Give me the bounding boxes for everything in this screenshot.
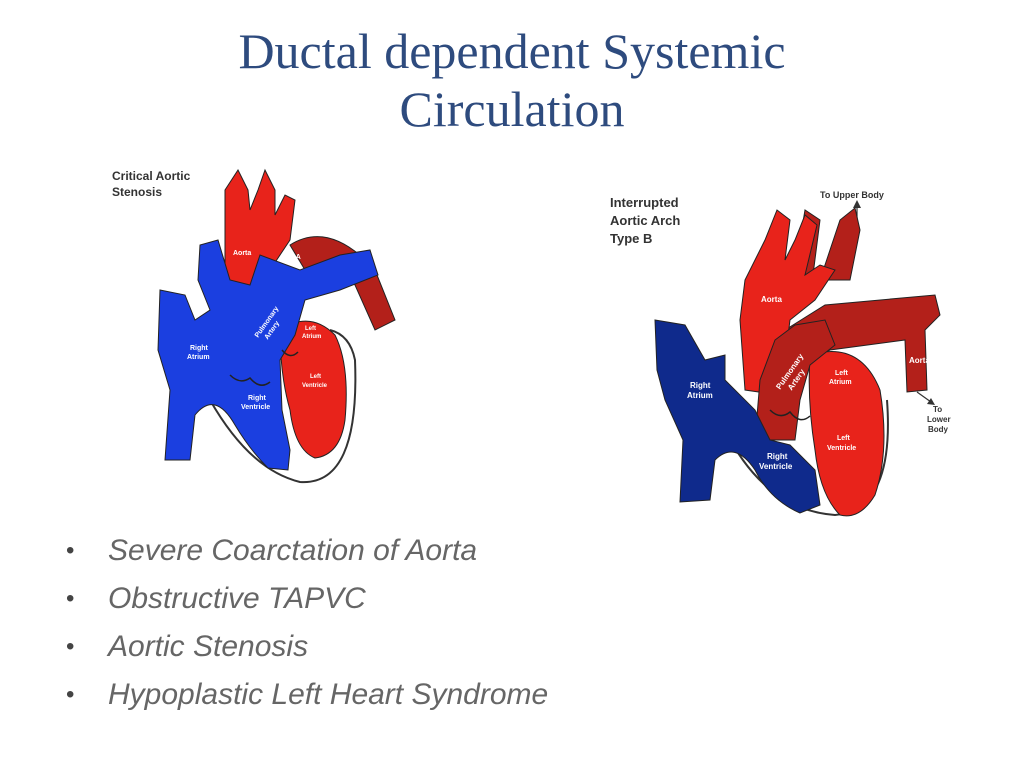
label-right-atrium-line-1: Right [190,345,209,352]
heart-outline [209,329,357,484]
label-to-lower-line-3: Body [928,425,949,434]
bullet-item: • Obstructive TAPVC [62,575,702,623]
pulmonary-valve-icon [769,409,811,421]
label-pda-line-2: Arteriosus [854,292,885,298]
label-left-atrium-line-2: Atrium [302,334,321,340]
bullet-item: • Aortic Stenosis [62,623,702,671]
lower-body-arrowhead-icon [927,398,935,405]
label-left-ventricle-line-2: Ventricle [827,445,856,452]
label-aorta: Aorta [233,250,251,257]
label-to-lower-line-2: Lower [927,415,951,424]
label-left-ventricle-line-2: Ventricle [302,383,328,389]
upper-body-arrowhead-icon [853,200,861,208]
label-to-upper-body: To Upper Body [820,190,884,200]
label-right-atrium-line-1: Right [690,381,711,390]
bullet-text: Severe Coarctation of Aorta [108,534,478,567]
bullet-text: Obstructive TAPVC [108,582,366,615]
bullet-dot-icon: • [66,537,75,564]
bullet-text: Hypoplastic Left Heart Syndrome [108,678,549,711]
bullet-list: • Severe Coarctation of Aorta • Obstructiv… [62,527,702,719]
slide-title: Ductal dependent Systemic Circulation [0,22,1024,138]
right-heart-shape [654,319,821,514]
right-diagram-heading-line-3: Type B [610,231,652,246]
label-right-ventricle-line-1: Right [767,452,788,461]
right-heart-shape [157,239,379,471]
bullet-dot-icon: • [66,633,75,660]
slide-title-line-1: Ductal dependent Systemic [238,23,786,79]
heart-outline [724,399,889,517]
bullet-item: • Hypoplastic Left Heart Syndrome [62,671,702,719]
interrupted-aortic-arch-diagram: Interrupted Aortic Arch Type B To Upper … [610,190,951,517]
label-aorta-right: Aorta [909,356,930,365]
slide-title-line-2: Circulation [399,81,625,137]
label-aorta-top: Aorta [761,295,782,304]
left-ventricle-shape [808,351,885,517]
critical-aortic-stenosis-diagram: Critical Aortic Stenosis Aorta PDA Pulmo… [112,168,396,484]
left-diagram-heading-line-2: Stenosis [112,185,162,199]
label-to-lower-line-1: To [933,405,942,414]
left-diagram-heading-line-1: Critical Aortic [112,169,191,183]
label-right-ventricle-line-2: Ventricle [759,462,793,471]
lower-body-arrow-icon [916,391,932,403]
aortic-valve-icon [281,349,299,357]
label-left-ventricle-line-1: Left [837,435,851,442]
bullet-dot-icon: • [66,681,75,708]
bullet-dot-icon: • [66,585,75,612]
bullet-text: Aortic Stenosis [108,630,309,663]
pulmonary-artery-shape [754,319,836,441]
label-pda: PDA [286,254,301,261]
right-diagram-heading-line-2: Aortic Arch [610,213,680,228]
label-left-atrium-line-1: Left [305,326,316,332]
bullet-item: • Severe Coarctation of Aorta [62,527,702,575]
label-right-ventricle-line-2: Ventricle [241,404,270,411]
tricuspid-valve-icon [229,374,271,386]
label-right-ventricle-line-1: Right [248,395,267,402]
label-left-atrium-line-2: Atrium [829,379,852,386]
label-left-atrium-line-1: Left [835,370,849,377]
label-right-atrium-line-2: Atrium [687,391,713,400]
label-right-atrium-line-2: Atrium [187,354,210,361]
right-diagram-heading-line-1: Interrupted [610,195,679,210]
left-ventricle-shape [279,320,347,459]
label-pda-line-1: Patent Ductus [850,284,891,290]
aortic-arch-shape [739,209,836,396]
label-left-ventricle-line-1: Left [310,374,321,380]
